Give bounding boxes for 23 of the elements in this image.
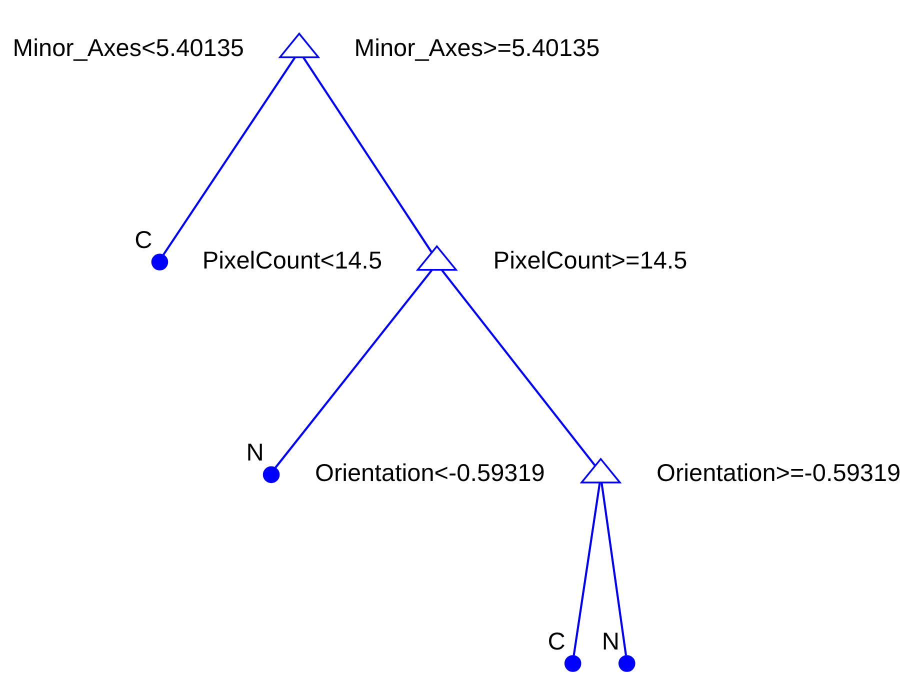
node-label: Orientation<-0.59319 (314, 460, 545, 487)
connector (274, 269, 433, 468)
connector (572, 482, 601, 656)
connector (600, 482, 628, 656)
node-label: PixelCount>=14.5 (493, 246, 688, 274)
node-label: Minor_Axes<5.40135 (12, 34, 244, 62)
node-triangle (580, 457, 622, 483)
node-label: C (134, 226, 152, 254)
node-label: Orientation>=-0.59319 (656, 460, 901, 487)
connector (162, 56, 296, 255)
node-circle (618, 654, 636, 672)
node-label: N (246, 439, 264, 466)
node-label: Minor_Axes>=5.40135 (354, 34, 600, 62)
connector (441, 269, 596, 466)
node-triangle (416, 244, 458, 270)
node-triangle (278, 32, 320, 58)
node-circle (564, 654, 582, 672)
node-label: C (548, 628, 566, 655)
node-label: N (602, 628, 620, 655)
node-circle (151, 253, 168, 270)
node-label: PixelCount<14.5 (202, 246, 382, 274)
connector (302, 56, 432, 252)
node-circle (262, 466, 280, 483)
